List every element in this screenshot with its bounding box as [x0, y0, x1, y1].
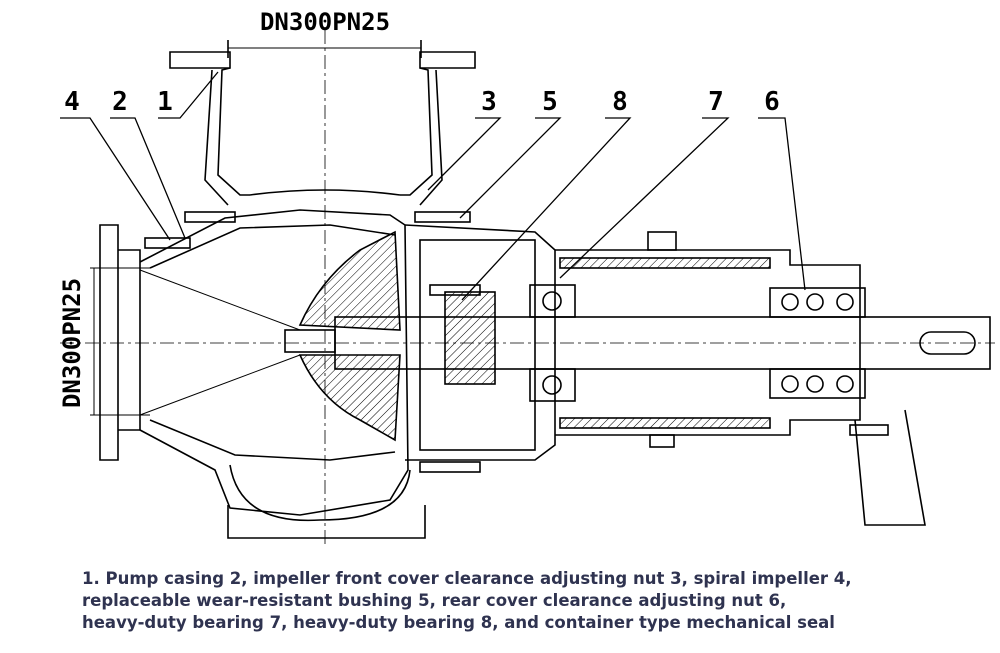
callout-7: 7: [708, 87, 724, 117]
heavy-duty-bearing-6: [769, 287, 866, 399]
dimension-left-label: DN300PN25: [58, 278, 86, 408]
callout-6: 6: [764, 87, 780, 117]
callout-3: 3: [481, 87, 497, 117]
dimension-top-label: DN300PN25: [260, 8, 390, 36]
discharge-flange: [169, 51, 231, 69]
bearing-housing: [555, 249, 861, 436]
pump-casing: [139, 209, 409, 516]
callout-5: 5: [542, 87, 558, 117]
support-leg: [854, 409, 926, 526]
mechanical-seal: [444, 291, 496, 385]
heavy-duty-bearing-7: [529, 284, 576, 402]
spiral-impeller: [298, 230, 401, 331]
pump-cross-section-drawing: DN300PN25 DN300PN25 4 2 1 3 5 8 7 6: [58, 8, 995, 545]
callout-2: 2: [112, 87, 128, 117]
suction-flange: [99, 224, 119, 461]
parts-caption: 1. Pump casing 2, impeller front cover c…: [82, 569, 852, 632]
callout-8: 8: [612, 87, 628, 117]
callout-1: 1: [157, 87, 173, 117]
callout-4: 4: [64, 87, 80, 117]
